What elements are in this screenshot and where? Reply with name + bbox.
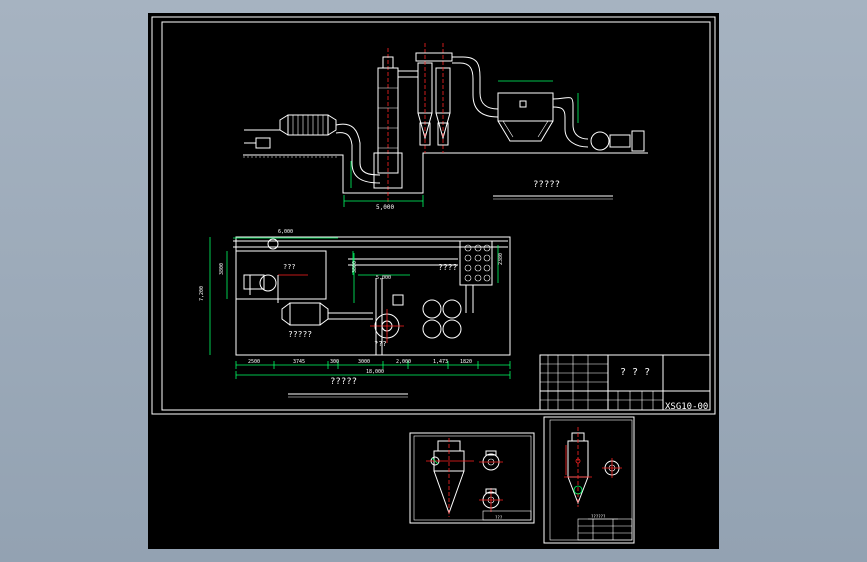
duct-to-dryer-inner (335, 132, 381, 184)
sheet-2-cyclone (426, 438, 474, 517)
duct-to-filter-inner (452, 62, 499, 118)
title-block-drawing-code: XSG10-00 (665, 402, 708, 412)
plan-label-dryer: ??? (374, 340, 387, 348)
plan-view: ???? ??? ????? ??? 6,000 5,000 7,200 380… (199, 229, 511, 398)
sheet-2-title: ??? (495, 515, 503, 520)
elevation-view: 5,000 ????? (243, 43, 648, 211)
dim-plan-top: 6,000 (278, 229, 293, 235)
plan-heat-exchanger (289, 302, 321, 326)
plan-view-title: ????? (330, 377, 357, 387)
plan-cyclone-1 (422, 299, 442, 319)
dim-seg-5: 2,000 (396, 359, 411, 365)
sheet-2-title-block (482, 510, 532, 521)
main-sheet-outer-border (151, 16, 716, 415)
plan-label-filter: ???? (438, 263, 457, 272)
plan-label-fan: ??? (283, 263, 296, 271)
duct-to-fan-inner (552, 106, 589, 148)
sheet-3-cyclone (564, 427, 592, 507)
duct-to-filter (452, 56, 499, 110)
dim-seg-2: 3745 (293, 359, 305, 365)
dim-seg-6: 1,473 (433, 359, 448, 365)
sheet-3-section-view (602, 458, 622, 478)
plan-cyclone-2 (442, 299, 462, 319)
sheet-3-outer-border (543, 416, 635, 544)
sheet-2-fan-detail (479, 450, 503, 512)
plan-room-left (235, 250, 327, 300)
sheet-3-title: ?????? (591, 514, 606, 519)
dim-plan-right-a: 3800 (352, 261, 358, 273)
plan-cyclone-4 (442, 319, 462, 339)
dim-plan-mid: 5,000 (376, 275, 391, 281)
sheet-3-title-block (577, 518, 633, 541)
dim-elevation-width-label: 5,000 (376, 204, 394, 211)
dim-seg-4: 3000 (358, 359, 370, 365)
elevation-view-title: ????? (533, 180, 560, 190)
cyclone-elevation (415, 43, 453, 153)
main-sheet: 5,000 ????? (151, 16, 716, 415)
main-sheet-inner-border (161, 21, 711, 411)
plan-label-exchanger: ????? (288, 330, 312, 339)
dim-seg-3: 300 (330, 359, 339, 365)
duct-to-fan (552, 97, 589, 140)
dim-plan-left-total: 7,200 (199, 286, 205, 301)
title-block: ? ? ? XSG10-00 (539, 354, 711, 412)
sheet-2-outer-border (409, 432, 535, 524)
dim-plan-segment-ticks (235, 361, 511, 369)
cad-drawing: 5,000 ????? (151, 16, 716, 544)
plan-cyclone-3 (422, 319, 442, 339)
fan-elevation (590, 130, 645, 152)
plan-bag-filter (459, 240, 493, 286)
sheet-2-inner-border (413, 435, 532, 521)
plan-filter-bags (464, 244, 491, 282)
heat-exchanger-elevation (244, 114, 337, 149)
plan-building-outline (235, 236, 511, 356)
dim-plan-right-b: 2380 (498, 253, 504, 265)
sheet-2: ??? (409, 432, 535, 524)
cad-drawing-canvas[interactable]: 5,000 ????? (148, 13, 719, 549)
dim-plan-left-inner: 3800 (219, 263, 225, 275)
plan-fan-top (267, 238, 279, 250)
duct-to-dryer (335, 123, 381, 176)
dim-seg-1: 2500 (248, 359, 260, 365)
sheet-3: ?????? (543, 416, 635, 544)
bag-filter-elevation (497, 80, 554, 142)
sheet-3-inner-border (549, 419, 633, 541)
title-block-drawing-name: ? ? ? (620, 367, 650, 378)
dryer-column (373, 48, 418, 203)
dim-seg-7: 1820 (460, 359, 472, 365)
ground-line-left (243, 152, 498, 194)
dim-plan-bottom-total: 18,000 (366, 369, 384, 375)
